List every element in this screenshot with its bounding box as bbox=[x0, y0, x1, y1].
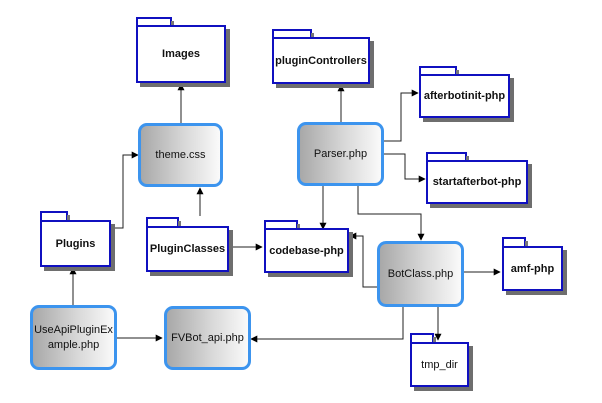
class-label: Parser.php bbox=[313, 147, 368, 160]
package-tab bbox=[40, 211, 70, 223]
package-tmp-dir[interactable]: tmp_dir bbox=[410, 342, 469, 387]
package-label: afterbotinit-php bbox=[423, 90, 506, 102]
edge-botclass-to-codebase bbox=[349, 232, 377, 288]
edge-parser-to-startafterbot bbox=[384, 153, 426, 183]
class-label: FVBot_api.php bbox=[171, 331, 244, 344]
class-label: UseApiPluginExample.php bbox=[34, 324, 113, 351]
package-label: PluginClasses bbox=[149, 243, 226, 255]
package-label: pluginControllers bbox=[275, 54, 367, 67]
edge-plugins-to-theme bbox=[112, 151, 139, 229]
package-plugins[interactable]: Plugins bbox=[40, 220, 111, 267]
package-label: tmp_dir bbox=[421, 358, 458, 371]
class-parser[interactable]: Parser.php bbox=[297, 122, 384, 186]
class-botclass[interactable]: BotClass.php bbox=[377, 241, 464, 307]
class-theme-css[interactable]: theme.css bbox=[138, 123, 223, 187]
package-tab bbox=[146, 217, 181, 229]
package-label: Plugins bbox=[55, 237, 96, 250]
package-tab bbox=[410, 333, 436, 345]
edge-parser-to-botclass bbox=[357, 186, 425, 241]
package-afterbotinit[interactable]: afterbotinit-php bbox=[419, 74, 510, 118]
package-label: amf-php bbox=[510, 262, 555, 275]
class-use-api-plugin-example[interactable]: UseApiPluginExample.php bbox=[30, 305, 117, 370]
edge-botclass-to-fvbotapi bbox=[250, 307, 404, 343]
package-label: Images bbox=[162, 48, 200, 60]
edge-parser-to-afterbotinit bbox=[384, 89, 419, 142]
class-fvbot-api[interactable]: FVBot_api.php bbox=[164, 306, 251, 370]
package-label: codebase-php bbox=[269, 244, 344, 257]
package-plugin-controllers[interactable]: pluginControllers bbox=[272, 37, 370, 84]
package-startafterbot[interactable]: startafterbot-php bbox=[426, 160, 528, 204]
package-codebase[interactable]: codebase-php bbox=[264, 228, 349, 273]
package-label: startafterbot-php bbox=[432, 176, 522, 188]
class-label: BotClass.php bbox=[387, 267, 454, 280]
package-tab bbox=[502, 237, 528, 249]
package-plugin-classes[interactable]: PluginClasses bbox=[146, 226, 229, 272]
class-label: theme.css bbox=[155, 148, 206, 161]
package-images[interactable]: Images bbox=[136, 25, 226, 83]
package-amf[interactable]: amf-php bbox=[502, 246, 563, 291]
